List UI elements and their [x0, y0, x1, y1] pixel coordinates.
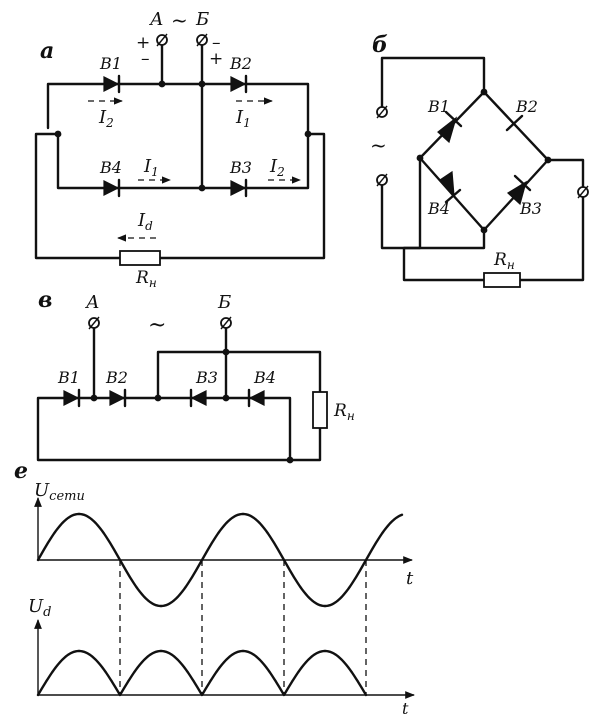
diode-b3 — [230, 178, 248, 198]
junction-dot — [416, 154, 424, 162]
diode-b1 — [63, 388, 81, 408]
load-resistor-a — [119, 250, 161, 266]
terminal-a-label: А — [148, 9, 164, 30]
panel-a-ac-leads — [160, 42, 204, 190]
diode-b2-label: В2 — [229, 54, 252, 73]
current-i1-top-label: I1 — [235, 107, 251, 130]
terminal-b — [196, 33, 208, 47]
panel-a-bridge-circuit: а А ~ Б + – – + — [34, 8, 326, 290]
terminal-a-label: А — [84, 292, 100, 313]
diode-b3-label: В3 — [195, 368, 218, 387]
panel-b-right-out — [546, 158, 585, 188]
diode-b3-label: В3 — [519, 199, 542, 218]
panel-b-left-feed — [380, 156, 422, 250]
mains-voltage-label: Uсети — [34, 480, 85, 504]
ac-tilde: ~ — [370, 133, 387, 157]
diode-b1-label: В1 — [99, 54, 122, 73]
diode-b2 — [230, 74, 248, 94]
mains-sine-wave — [36, 512, 404, 608]
panel-b-letter: б — [372, 32, 388, 58]
panel-waveforms: е Uсети t Ud t — [14, 458, 415, 718]
terminal-b-label: Б — [195, 9, 209, 30]
panel-b-load-loop — [402, 196, 585, 282]
junction-dot — [286, 456, 294, 464]
junction-dot — [54, 130, 62, 138]
diode-b2 — [109, 388, 127, 408]
junction-dot — [222, 394, 230, 402]
panel-v-ac-leads — [92, 326, 228, 400]
junction-dot — [90, 394, 98, 402]
diode-b3 — [189, 388, 207, 408]
terminal-b — [220, 316, 232, 330]
diode-b2-label: В2 — [515, 97, 538, 116]
terminal-ac-top — [376, 105, 388, 119]
load-label-v: Rн — [333, 401, 355, 423]
terminal-a — [156, 33, 168, 47]
polarity-plus-right: + — [209, 49, 223, 69]
load-label-a: Rн — [135, 268, 157, 290]
polarity-minus-right: – — [212, 33, 221, 53]
diode-b4-label: В4 — [99, 158, 122, 177]
panel-a-bottom-rail — [56, 132, 310, 190]
diode-b2-label: В2 — [105, 368, 128, 387]
current-i1-bottom-label: I1 — [143, 156, 159, 179]
terminal-a — [88, 316, 100, 330]
junction-dot — [198, 184, 206, 192]
diode-b2 — [505, 114, 524, 132]
diode-b1 — [103, 74, 121, 94]
junction-dot — [544, 156, 552, 164]
junction-dot — [480, 226, 488, 234]
diode-b4-label: В4 — [427, 199, 450, 218]
polarity-minus-left: – — [141, 49, 150, 69]
panel-a-left-return — [34, 132, 122, 260]
output-time-label: t — [402, 699, 409, 716]
panel-b-top-feed — [380, 56, 486, 114]
panel-waveform-letter: е — [14, 458, 28, 484]
panel-a-top-rail — [46, 82, 310, 136]
load-resistor-v — [312, 391, 328, 429]
diode-b1-label: В1 — [57, 368, 80, 387]
load-label-b: Rн — [493, 250, 515, 272]
junction-dot — [154, 394, 162, 402]
diode-b1-label: В1 — [427, 97, 450, 116]
junction-dot — [198, 80, 206, 88]
panel-a-right-return — [158, 132, 326, 260]
output-voltage-label: Ud — [28, 596, 52, 620]
terminal-b-label: Б — [217, 292, 231, 313]
ac-tilde: ~ — [171, 8, 188, 32]
diode-b3-label: В3 — [229, 158, 252, 177]
junction-dot — [304, 130, 312, 138]
current-i2-bottom-label: I2 — [269, 156, 285, 179]
load-resistor-b — [483, 272, 521, 288]
diode-b4 — [439, 170, 462, 204]
mains-time-label: t — [406, 568, 414, 589]
current-i2-top-label: I2 — [98, 107, 114, 130]
polarity-plus-left: + — [136, 33, 150, 53]
diode-b1 — [437, 110, 463, 144]
current-id-label: Id — [137, 210, 153, 233]
junction-dot — [158, 80, 166, 88]
panel-a-letter: а — [40, 38, 54, 64]
ac-tilde: ~ — [148, 313, 166, 338]
panel-v-wiring — [36, 350, 322, 462]
terminal-ac-bottom — [376, 173, 388, 187]
junction-dot — [222, 348, 230, 356]
diode-b4-label: В4 — [253, 368, 276, 387]
diode-b4 — [247, 388, 265, 408]
panel-b-diamond-bridge: б В1 В2 В4 В3 — [370, 32, 589, 288]
panel-v-series-circuit: в А ~ Б В1 В2 В3 В4 — [36, 287, 355, 464]
junction-dot — [480, 88, 488, 96]
terminal-dc-out — [577, 185, 589, 199]
panel-v-letter: в — [38, 287, 52, 313]
diode-b4 — [103, 178, 121, 198]
diode-b3 — [507, 174, 532, 206]
